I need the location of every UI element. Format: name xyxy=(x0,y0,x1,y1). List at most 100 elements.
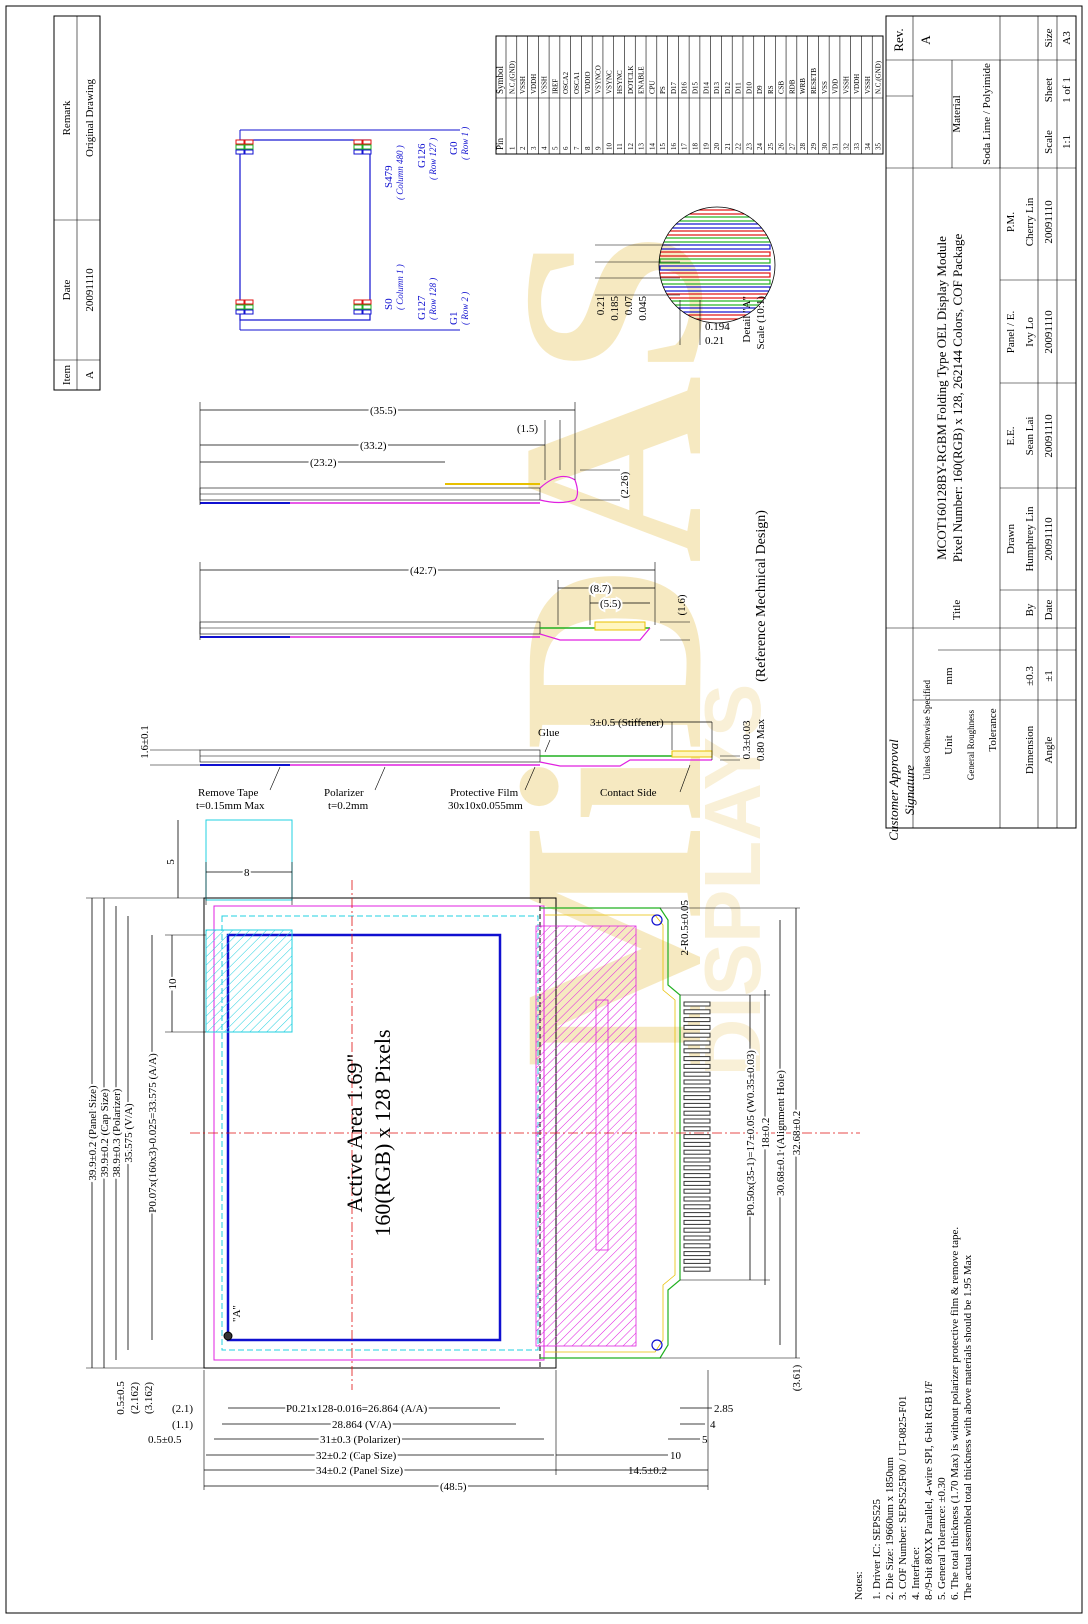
detail-dim-2: 0.185 xyxy=(609,296,621,321)
sv3-dim-1-6: 1.6±0.1 xyxy=(139,725,151,759)
pin-number: 15 xyxy=(659,143,667,151)
sv2-dim-42-7: (42.7) xyxy=(410,565,437,577)
bottom-small-3: 0.5±0.5 xyxy=(148,1434,182,1446)
bottom-small-2: (1.1) xyxy=(172,1419,193,1431)
pin-symbol: D13 xyxy=(713,81,721,94)
label-col480: ( Column 480 ) xyxy=(395,145,405,200)
detail-dim-5: 0.194 xyxy=(705,321,730,333)
left-dim-1: 39.9±0.2 (Panel Size) xyxy=(87,1085,99,1181)
pin-symbol: ENABLE xyxy=(638,66,646,94)
scale-label: Scale xyxy=(1043,130,1055,154)
rev-header-date: Date xyxy=(61,280,73,301)
label-s479: S479 xyxy=(383,165,395,188)
unless-specified: Unless Otherwise Specified xyxy=(922,680,932,780)
bottom-dim-4: 32±0.2 (Cap Size) xyxy=(316,1450,397,1462)
label-g126: G126 xyxy=(416,143,428,168)
pin-number: 26 xyxy=(778,143,786,151)
pin-number: 14 xyxy=(648,143,656,151)
pin-symbol: PS xyxy=(659,86,667,94)
hole-label: 2-R0.5±0.05 xyxy=(679,900,691,956)
angle-tol: ±1 xyxy=(1043,670,1055,682)
detail-dim-1: 0.21 xyxy=(595,296,607,315)
side-view-2: (42.7) (8.7) (5.5) (1.6) (Reference Mech… xyxy=(199,510,769,682)
active-area-line2: 160(RGB) x 128 Pixels xyxy=(370,1029,395,1236)
pin-symbol: N.C.(GND) xyxy=(508,60,516,94)
sv3-polarizer: Polarizer xyxy=(324,787,364,799)
note-line: 1. Driver IC: SEPS525 xyxy=(871,1499,883,1600)
detail-dim-3: 0.07 xyxy=(623,296,635,316)
side-view-1: (35.5) (33.2) (23.2) (1.5) (2.26) xyxy=(199,402,631,505)
pin-symbol: VSYNC xyxy=(605,70,613,94)
pin-symbol: VDDH xyxy=(530,74,538,94)
pin-number: 3 xyxy=(530,146,538,150)
pin-symbol: VSS xyxy=(821,81,829,94)
label-g127: G127 xyxy=(416,295,428,320)
sv3-dim-0-3: 0.3±0.03 xyxy=(741,720,753,760)
pin-number: 6 xyxy=(562,146,570,150)
sv3-stiffener: 3±0.5 (Stiffener) xyxy=(590,717,664,729)
pin-symbol: N.C.(GND) xyxy=(875,60,883,94)
left-small-2: (2.162) xyxy=(129,1382,141,1414)
material-value: Soda Lime / Polyimide xyxy=(981,63,993,165)
right-dim-2: 18±0.2 xyxy=(760,1118,772,1149)
size-value: A3 xyxy=(1061,31,1073,45)
sv3-protective-film: Protective Film xyxy=(450,787,519,799)
sv2-dim-5-5: (5.5) xyxy=(600,598,621,610)
rb-dim-2: 4 xyxy=(710,1419,716,1431)
note-line: 6. The total thickness (1.70 Max) is wit… xyxy=(949,1227,961,1600)
pin-symbol: VDDH xyxy=(853,74,861,94)
left-dim-4: 35.575 (V/A) xyxy=(123,1103,135,1163)
pin-number: 28 xyxy=(799,143,807,151)
sv1-dim-33-2: (33.2) xyxy=(360,440,387,452)
by-label: By xyxy=(1024,603,1036,616)
pin-symbol: D12 xyxy=(724,81,732,94)
dim-5: 5 xyxy=(165,859,177,865)
pin-symbol: VSSH xyxy=(519,76,527,94)
sheet-value: 1 of 1 xyxy=(1061,77,1073,103)
role-name: Humphrey Lin xyxy=(1024,506,1036,572)
label-row1: ( Row 1 ) xyxy=(460,127,470,160)
pin-symbol: VSSH xyxy=(842,76,850,94)
pin-number: 25 xyxy=(767,143,775,151)
sv3-polarizer-2: t=0.2mm xyxy=(328,800,369,812)
rev-label: Rev. xyxy=(891,28,906,51)
reference-label: (Reference Mechnical Design) xyxy=(754,510,769,682)
pin-number: 12 xyxy=(627,143,635,151)
pin-number: 2 xyxy=(519,146,527,150)
rev-header-item: Item xyxy=(61,364,73,385)
pin-number: 20 xyxy=(713,143,721,151)
unit-value: mm xyxy=(943,667,955,685)
pin-number: 4 xyxy=(541,146,549,150)
signature-label: Signature xyxy=(902,765,917,815)
role-name: Ivy Lo xyxy=(1024,317,1036,347)
pin-symbol: D17 xyxy=(670,81,678,94)
pin-symbol: WRB xyxy=(799,78,807,94)
sv3-dim-0-80: 0.80 Max xyxy=(755,718,767,761)
dimension-label: Dimension xyxy=(1024,725,1036,774)
pin-table: PinSymbol1N.C.(GND)2VSSH3VDDH4VSSH5IREF6… xyxy=(495,35,884,155)
pin-number: 9 xyxy=(595,146,603,150)
role-name: Cherry Lin xyxy=(1024,197,1036,246)
pin-symbol: D10 xyxy=(745,81,753,94)
left-small-1: 0.5±0.5 xyxy=(115,1381,127,1415)
right-dim-1: P0.50x(35-1)=17±0.05 (W0.35±0.03) xyxy=(745,1050,757,1216)
size-label: Size xyxy=(1043,28,1055,47)
label-col1: ( Column 1 ) xyxy=(395,264,405,310)
sv1-dim-1-5: (1.5) xyxy=(517,423,538,435)
role-name: Sean Lai xyxy=(1024,417,1036,456)
notes-title: Notes: xyxy=(853,1571,865,1600)
right-dim-3: 30.68±0.1 (Alignment Hole) xyxy=(775,1070,787,1196)
bottom-small-1: (2.1) xyxy=(172,1403,193,1415)
date-label: Date xyxy=(1043,600,1055,621)
active-area-line1: Active Area 1.69" xyxy=(342,1054,367,1213)
role-date: 20091110 xyxy=(1043,517,1055,561)
pin-number: 10 xyxy=(605,143,613,151)
bottom-dim-2: 28.864 (V/A) xyxy=(332,1419,392,1431)
rev-row-remark: Original Drawing xyxy=(84,79,96,157)
pin-symbol: VSSH xyxy=(864,76,872,94)
pin-number: 19 xyxy=(702,143,710,151)
rb-dim-4: 10 xyxy=(670,1450,682,1462)
unit-label: Unit xyxy=(943,735,955,755)
